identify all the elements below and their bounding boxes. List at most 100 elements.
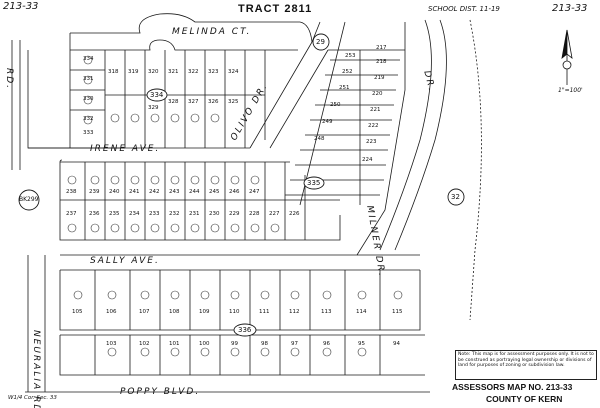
lot-number: 248	[314, 136, 325, 142]
lot-number: 217	[376, 45, 387, 51]
lot-number: 99	[231, 341, 238, 347]
lot-number: 113	[321, 309, 332, 315]
lot-number: 111	[259, 309, 270, 315]
tract-title: TRACT 2811	[238, 3, 313, 15]
lot-number: 325	[228, 99, 239, 105]
lot-number: 241	[129, 189, 140, 195]
lot-number: 253	[345, 53, 356, 59]
lot-number: 101	[169, 341, 180, 347]
book-page-335-circle	[303, 176, 325, 190]
parcel-32-circle	[447, 188, 465, 206]
lot-number: 98	[261, 341, 268, 347]
lot-number: 322	[188, 69, 199, 75]
lot-number: 223	[366, 139, 377, 145]
lot-number: 95	[358, 341, 365, 347]
milner-drive-curve	[379, 19, 432, 251]
lot-number: 327	[188, 99, 199, 105]
lot-number: 229	[229, 211, 240, 217]
street-irene-ave: IRENE AVE.	[90, 144, 161, 154]
lot-number: 244	[189, 189, 200, 195]
lot-number: 222	[368, 123, 379, 129]
lot-number: 334	[83, 56, 94, 62]
lot-number: 326	[208, 99, 219, 105]
lot-number: 237	[66, 211, 77, 217]
corner-map-number-left: 213-33	[3, 1, 39, 12]
lot-number: 246	[229, 189, 240, 195]
lot-number: 332	[83, 116, 94, 122]
lot-number: 224	[362, 157, 373, 163]
lot-number: 102	[139, 341, 150, 347]
book-page-334-circle	[146, 88, 168, 102]
lot-number: 320	[148, 69, 159, 75]
lot-number: 94	[393, 341, 400, 347]
section-corner-label: W1/4 Cor. Sec. 33	[8, 395, 57, 401]
book-ref-bk299: BK299	[19, 196, 39, 203]
lot-number: 331	[83, 76, 94, 82]
milner-edge-west	[299, 21, 346, 206]
block-poppy	[59, 335, 425, 376]
lot-number: 333	[83, 130, 94, 136]
lot-number: 107	[139, 309, 150, 315]
block-border-nw	[27, 50, 125, 149]
lot-number: 219	[374, 75, 385, 81]
assessment-note: Note: This map is for assessment purpose…	[455, 350, 597, 380]
lot-number: 252	[342, 69, 353, 75]
lot-number: 251	[339, 85, 350, 91]
bk299-circle	[18, 189, 40, 211]
lot-number: 226	[289, 211, 300, 217]
block-sally-poppy	[59, 270, 421, 331]
lot-number: 243	[169, 189, 180, 195]
lot-number: 221	[370, 107, 381, 113]
lot-number: 232	[169, 211, 180, 217]
lot-number: 319	[128, 69, 139, 75]
lot-number: 330	[83, 96, 94, 102]
lot-number: 318	[108, 69, 119, 75]
block-irene-sally	[59, 162, 341, 241]
parcel-32-label: 32	[451, 193, 460, 201]
corner-map-number-right: 213-33	[552, 3, 588, 14]
lot-number: 106	[106, 309, 117, 315]
lot-number: 324	[228, 69, 239, 75]
lot-number: 220	[372, 91, 383, 97]
lot-number: 242	[149, 189, 160, 195]
lot-number: 321	[168, 69, 179, 75]
north-arrow-icon	[561, 29, 573, 85]
lot-number: 230	[209, 211, 220, 217]
county-name: COUNTY OF KERN	[486, 394, 563, 404]
parcel-29-label: 29	[316, 38, 325, 46]
lot-number: 231	[189, 211, 200, 217]
lot-number: 329	[148, 105, 159, 111]
lot-number: 114	[356, 309, 367, 315]
lot-number: 112	[289, 309, 300, 315]
lot-number: 245	[209, 189, 220, 195]
lot-number: 250	[330, 102, 341, 108]
lot-number: 105	[72, 309, 83, 315]
olivo-edge-west	[249, 41, 313, 149]
lot-number: 103	[106, 341, 117, 347]
lot-number: 100	[199, 341, 210, 347]
book-page-336: 336	[238, 326, 252, 334]
school-district-label: SCHOOL DIST. 11-19	[428, 5, 500, 13]
lot-number: 108	[169, 309, 180, 315]
lot-number: 247	[249, 189, 260, 195]
lot-number: 109	[199, 309, 210, 315]
lot-number: 96	[323, 341, 330, 347]
street-sally-ave: SALLY AVE.	[90, 256, 160, 266]
street-poppy-blvd: POPPY BLVD.	[120, 387, 201, 397]
lot-number: 233	[149, 211, 160, 217]
lot-number: 328	[168, 99, 179, 105]
lot-number: 97	[291, 341, 298, 347]
lot-number: 228	[249, 211, 260, 217]
lot-number: 239	[89, 189, 100, 195]
map-scale: 1"=100'	[558, 87, 583, 94]
lot-number: 227	[269, 211, 280, 217]
lot-number-circles	[67, 55, 403, 357]
assessors-map-number: ASSESSORS MAP NO. 213-33	[452, 382, 573, 392]
lot-number: 236	[89, 211, 100, 217]
street-melinda-ct: MELINDA CT.	[172, 27, 252, 37]
milner-east-block	[356, 22, 406, 256]
lot-number: 240	[109, 189, 120, 195]
book-page-335: 335	[307, 179, 321, 187]
